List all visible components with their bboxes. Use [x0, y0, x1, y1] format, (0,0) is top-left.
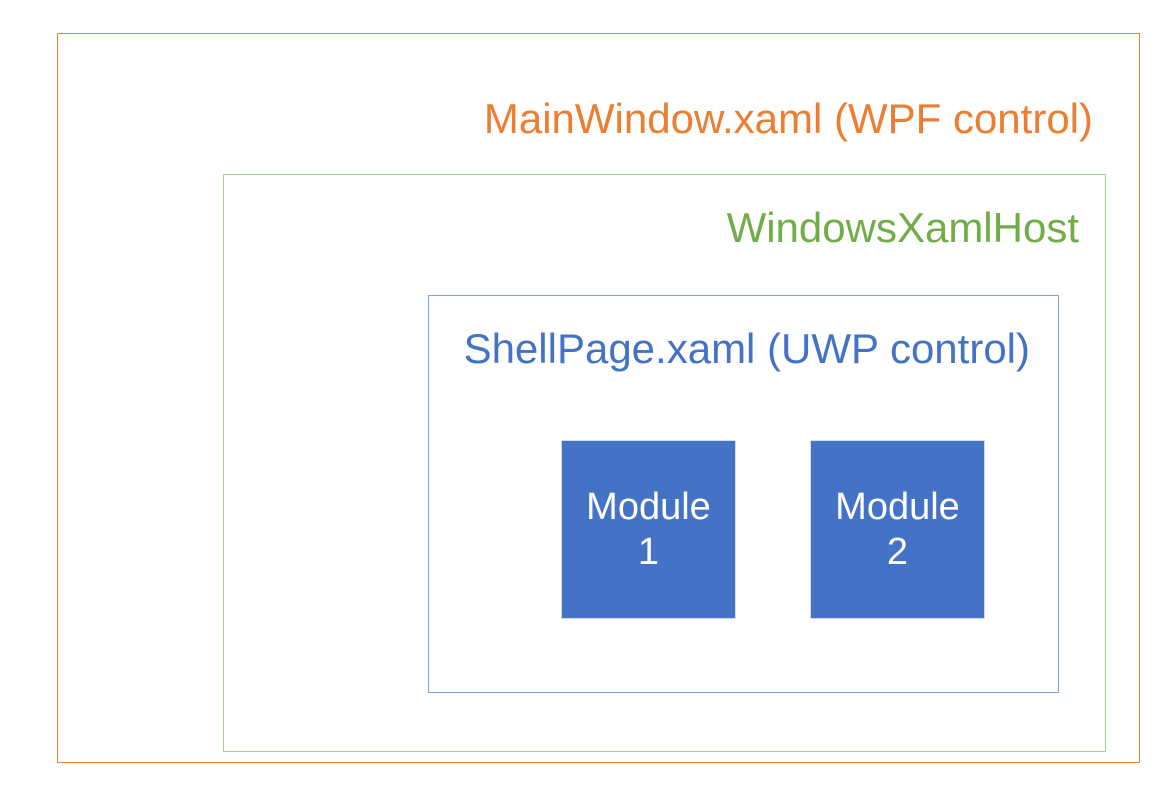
module-box-2: Module 2	[810, 440, 985, 619]
module-box-1-title: Module	[586, 485, 711, 528]
frame-windowsxamlhost: WindowsXamlHost ShellPage.xaml (UWP cont…	[223, 174, 1106, 752]
frame-label-mainwindow: MainWindow.xaml (WPF control)	[483, 95, 1093, 142]
frame-label-shellpage: ShellPage.xaml (UWP control)	[463, 325, 1030, 372]
frame-label-windowsxamlhost: WindowsXamlHost	[726, 204, 1079, 251]
frame-shellpage-uwp: ShellPage.xaml (UWP control) Module 1 Mo…	[428, 295, 1059, 693]
frame-mainwindow-wpf: MainWindow.xaml (WPF control) WindowsXam…	[57, 33, 1140, 763]
module-box-2-title: Module	[835, 485, 960, 528]
module-box-1-number: 1	[637, 530, 660, 573]
module-box-2-number: 2	[886, 530, 909, 573]
module-box-1: Module 1	[561, 440, 736, 619]
